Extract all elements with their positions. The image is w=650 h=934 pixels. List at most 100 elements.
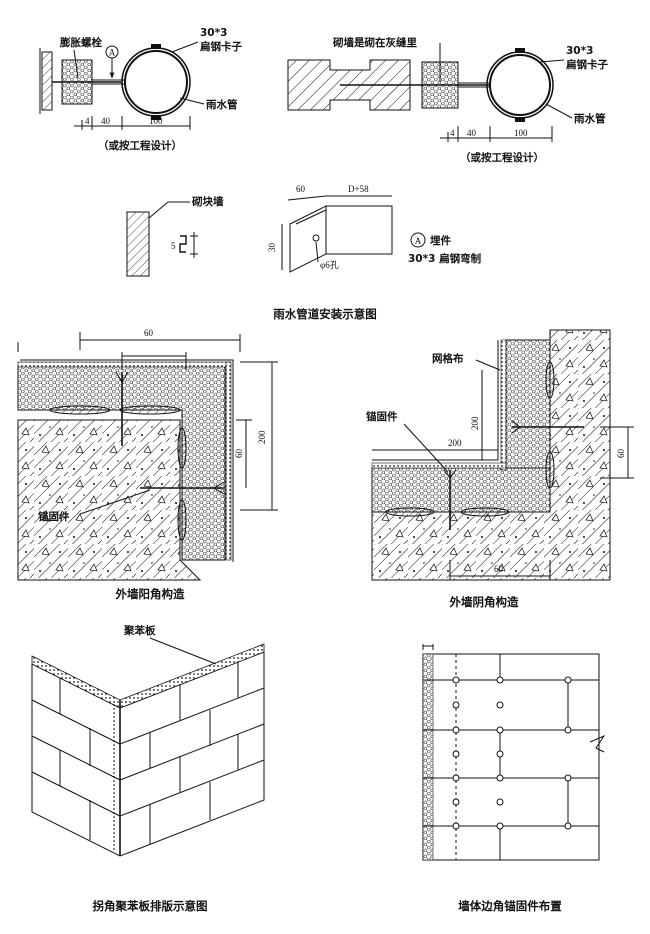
anchor-head — [213, 481, 225, 495]
block-wall — [126, 211, 150, 277]
note-design: （或按工程设计） — [98, 139, 182, 152]
dim-30: 30 — [267, 243, 277, 253]
bracket-horizontal — [325, 205, 393, 255]
anchor-layout-detail — [422, 644, 606, 861]
pipe-detail-2: 砌墙是砌在灰缝里 30*3 扁钢卡子 雨水管 4 40 100 （或按工程设计） — [287, 36, 608, 164]
anchor-points — [452, 676, 572, 830]
label-board: 聚苯板 — [123, 624, 156, 637]
strap-bolt-top — [515, 48, 525, 53]
anchor-point — [496, 822, 504, 830]
adhesive-dab — [177, 427, 187, 469]
anchor-point — [496, 726, 504, 734]
board-layout-detail: 聚苯板 — [31, 624, 265, 857]
label-block-wall: 砌块墙 — [191, 195, 224, 208]
adhesive-dab — [49, 405, 111, 415]
anchor-point — [452, 774, 460, 782]
anchor-point — [564, 822, 572, 830]
anchor-head — [511, 420, 521, 434]
dim-40: 40 — [101, 116, 111, 126]
label-bolt: 膨胀螺栓 — [60, 36, 102, 49]
block-wall-detail: 砌块墙 5 — [126, 195, 224, 277]
insulation-board-horizontal — [371, 467, 551, 513]
concrete-wall — [17, 419, 202, 581]
wall-section — [41, 51, 53, 111]
anchor-point — [496, 750, 504, 758]
bolt-hole — [312, 234, 320, 242]
anchor-point — [452, 750, 460, 758]
marker-a: A — [415, 236, 422, 246]
hole-label: φ6孔 — [320, 260, 339, 270]
wall-outline — [31, 651, 265, 857]
dim-vert: 200 — [470, 416, 480, 430]
concrete-wall — [371, 329, 611, 581]
marker-circle — [410, 232, 426, 248]
bracket-detail: 60 D+58 30 φ6孔 A 埋件 30*3 扁钢弯制 — [267, 184, 481, 273]
rain-pipe — [124, 50, 188, 114]
dim-right-inner: 60 — [234, 449, 244, 459]
finish-layer — [17, 361, 231, 368]
label-wall: 砌墙是砌在灰缝里 — [332, 36, 417, 49]
dim-100: 100 — [514, 128, 528, 138]
anchor-point — [496, 701, 504, 709]
caption-board-layout: 拐角聚苯板排版示意图 — [93, 899, 208, 913]
anchor-point — [496, 774, 504, 782]
adhesive-dab — [545, 361, 555, 399]
adhesive-dab — [385, 507, 435, 517]
anchor-point — [564, 676, 572, 684]
marker-a: A — [109, 48, 116, 58]
anchor-point — [496, 798, 504, 806]
strap-bolt-bottom — [515, 117, 525, 122]
dim-5: 5 — [171, 241, 176, 251]
strap-bolt-bottom — [151, 115, 161, 120]
anchor-point — [564, 726, 572, 734]
dim-100: 100 — [149, 116, 163, 126]
anchor-point — [452, 676, 460, 684]
inner-corner-detail: 网格布 锚固件 200 200 60 60 — [366, 329, 634, 581]
anchor-point — [496, 676, 504, 684]
label-anchor: 锚固件 — [38, 510, 70, 523]
label-anchor: 锚固件 — [366, 410, 398, 423]
caption-inner-corner: 外墙阴角构造 — [449, 595, 519, 609]
caption-anchor-layout: 墙体边角锚固件布置 — [458, 899, 562, 913]
strap-bolt-top — [151, 44, 161, 49]
dim-4: 4 — [450, 128, 455, 138]
note-design: （或按工程设计） — [460, 151, 544, 164]
anchor-point — [452, 798, 460, 806]
adhesive-dab — [177, 499, 187, 541]
finish-layer — [371, 462, 507, 469]
label-embed: 埋件 — [430, 234, 451, 247]
label-pipe: 雨水管 — [574, 112, 606, 125]
dim-mid: 200 — [448, 438, 462, 448]
anchor-point — [564, 774, 572, 782]
corner-board-edge — [422, 653, 434, 861]
adhesive-dab — [545, 451, 555, 489]
dim-top: 60 — [144, 328, 154, 338]
wall-elevation — [422, 653, 600, 861]
label-strap: 扁钢卡子 — [566, 58, 608, 71]
anchor-point — [452, 726, 460, 734]
dim-40: 40 — [467, 128, 477, 138]
pipe-detail-1: A 膨胀螺栓 30*3 扁钢卡子 雨水管 4 40 100 （或按工程设计） — [39, 27, 242, 152]
dim-bottom: 60 — [494, 564, 504, 574]
anchor-point — [452, 701, 460, 709]
dim-d58: D+58 — [348, 184, 369, 194]
anchor-head — [443, 469, 457, 479]
break-line — [589, 734, 606, 753]
dim-4: 4 — [85, 116, 90, 126]
finish-layer-side — [225, 361, 232, 561]
label-strap-size: 30*3 — [200, 27, 227, 39]
label-strap-size: 30*3 — [566, 45, 593, 57]
dim-60: 60 — [296, 184, 306, 194]
finish-layer — [500, 339, 507, 471]
label-strap: 扁钢卡子 — [200, 40, 242, 53]
label-pipe: 雨水管 — [206, 98, 238, 111]
anchor-head — [115, 371, 129, 383]
embed-piece — [179, 235, 187, 253]
anchor-point — [452, 822, 460, 830]
caption-pipe: 雨水管道安装示意图 — [273, 307, 377, 321]
outer-corner-detail: 60 200 60 锚固件 — [17, 328, 278, 581]
rain-pipe — [489, 54, 551, 116]
caption-outer-corner: 外墙阳角构造 — [115, 587, 185, 601]
adhesive-dab — [119, 405, 181, 415]
